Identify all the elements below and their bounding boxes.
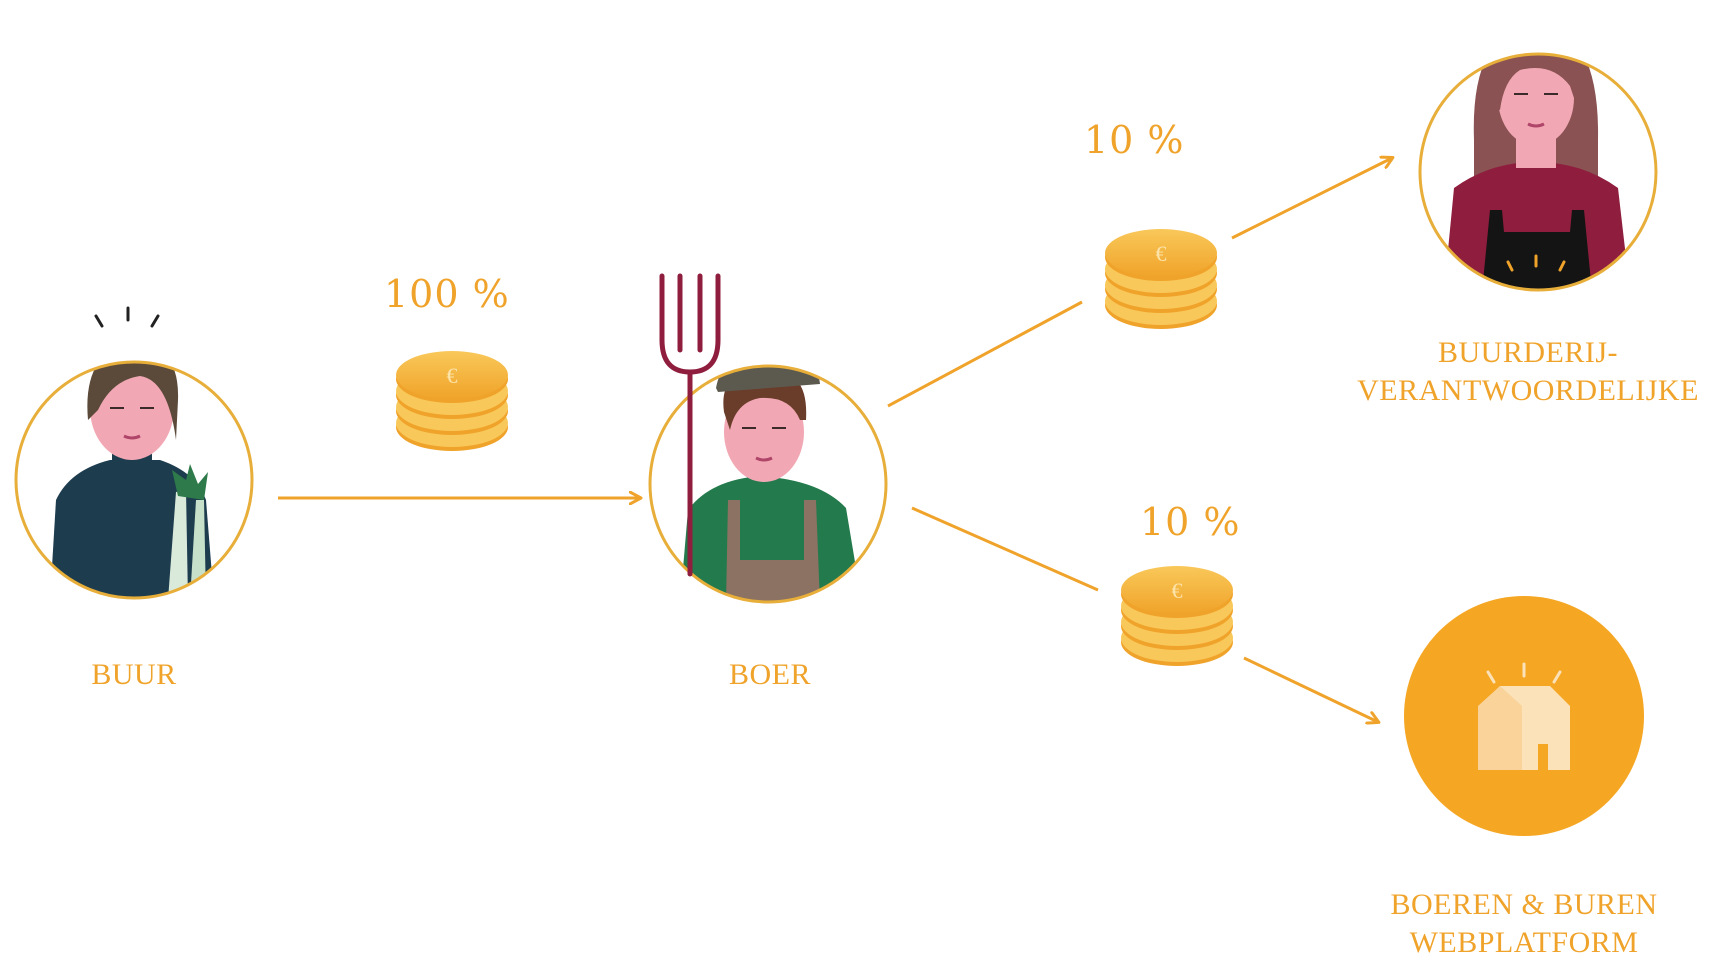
euro-icon: € [447, 363, 458, 388]
share-label-webplatform: 10 % [1140, 500, 1241, 544]
node-label-webplatform-line2: WEBPLATFORM [1334, 924, 1714, 961]
node-label-verantwoordelijke-line1: BUURDERIJ- [1338, 334, 1718, 372]
share-label-boer: 100 % [384, 272, 510, 316]
node-label-buur: BUUR [64, 656, 204, 694]
coin-stack-bottom: € [1121, 566, 1233, 666]
coin-stack-top: € [1105, 229, 1217, 329]
share-label-verantwoordelijke: 10 % [1084, 118, 1185, 162]
buur-avatar [16, 308, 252, 600]
node-label-webplatform-line1: BOEREN & BUREN [1334, 886, 1714, 924]
node-label-boer: BOER [700, 656, 840, 694]
node-label-webplatform: BOEREN & BUREN WEBPLATFORM [1334, 886, 1714, 961]
node-label-verantwoordelijke-line2: VERANTWOORDELIJKE [1338, 372, 1718, 410]
coin-stack-100: € [396, 351, 508, 451]
euro-icon: € [1172, 578, 1183, 603]
verantwoordelijke-avatar [1420, 22, 1656, 292]
farmhouse-icon [1478, 686, 1570, 770]
node-label-verantwoordelijke: BUURDERIJ- VERANTWOORDELIJKE [1338, 334, 1718, 409]
boer-avatar [650, 276, 886, 604]
webplatform-avatar [1404, 596, 1644, 836]
euro-icon: € [1156, 241, 1167, 266]
